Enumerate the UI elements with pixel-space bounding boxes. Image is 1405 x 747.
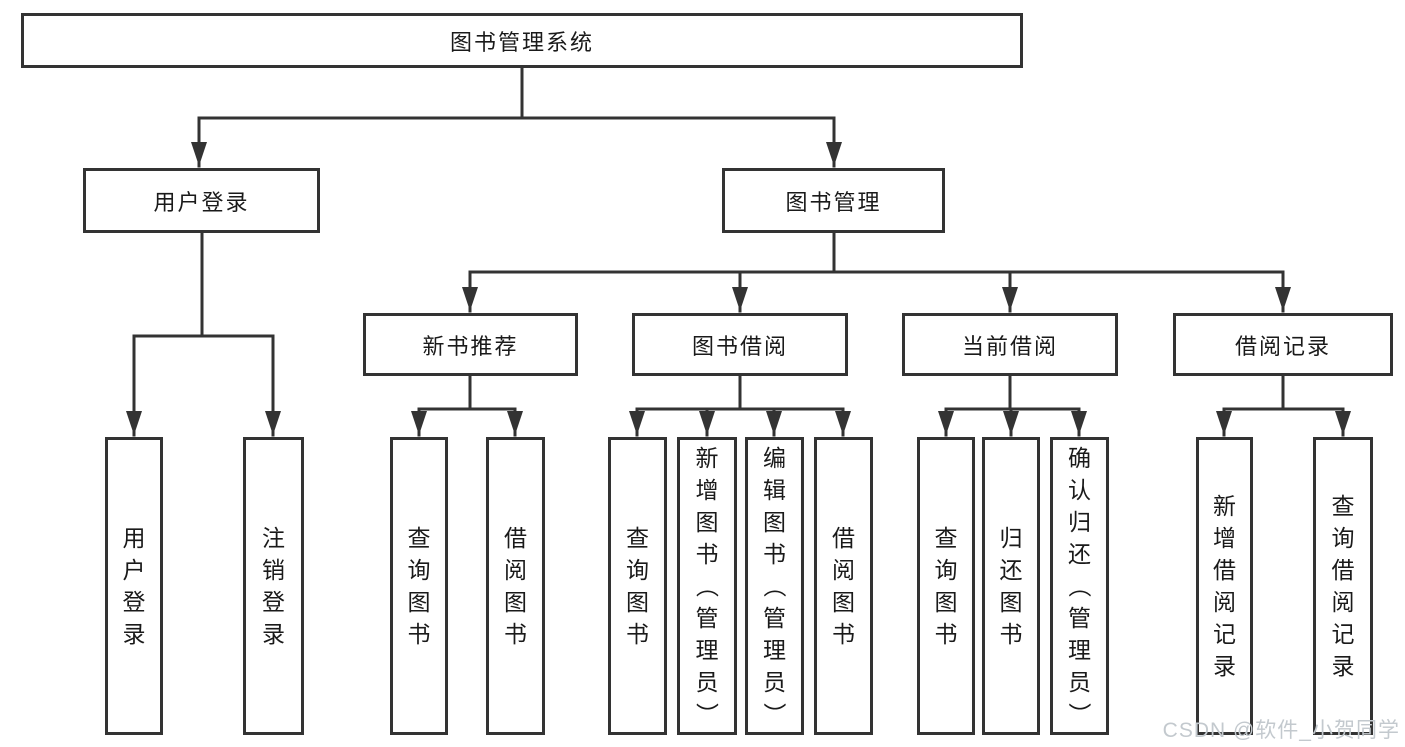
node-user-login: 用户登录 <box>83 168 320 233</box>
node-new-book-recommend: 新书推荐 <box>363 313 578 376</box>
leaf-edit-book-admin: 编辑图书（管理员） <box>745 437 804 735</box>
csdn-watermark: CSDN @软件_小贺同学 <box>1162 719 1400 742</box>
leaf-return-book: 归还图书 <box>982 437 1040 735</box>
leaf-user-login: 用户登录 <box>105 437 163 735</box>
connector-current-rail <box>944 374 1081 411</box>
node-book-manage: 图书管理 <box>722 168 945 233</box>
connector-record-rail <box>1222 374 1345 411</box>
leaf-add-borrow-record: 新增借阅记录 <box>1196 437 1253 735</box>
leaf-logout: 注销登录 <box>243 437 304 735</box>
leaf-borrow-book-1: 借阅图书 <box>486 437 545 735</box>
node-root-system: 图书管理系统 <box>21 13 1023 68</box>
connector-manage-rail <box>468 231 1285 274</box>
connector-borrow-rail <box>635 374 845 411</box>
leaf-query-book-3: 查询图书 <box>917 437 975 735</box>
node-current-borrow: 当前借阅 <box>902 313 1118 376</box>
node-borrow-record: 借阅记录 <box>1173 313 1393 376</box>
leaf-confirm-return-admin: 确认归还（管理员） <box>1050 437 1109 735</box>
connector-root-rail <box>197 66 836 120</box>
node-book-borrow: 图书借阅 <box>632 313 848 376</box>
connector-newbook-rail <box>417 374 517 411</box>
leaf-add-book-admin: 新增图书（管理员） <box>677 437 737 735</box>
leaf-borrow-book-2: 借阅图书 <box>814 437 873 735</box>
leaf-query-borrow-record: 查询借阅记录 <box>1313 437 1373 735</box>
leaf-query-book-1: 查询图书 <box>390 437 448 735</box>
connector-login-rail <box>132 231 275 338</box>
leaf-query-book-2: 查询图书 <box>608 437 667 735</box>
